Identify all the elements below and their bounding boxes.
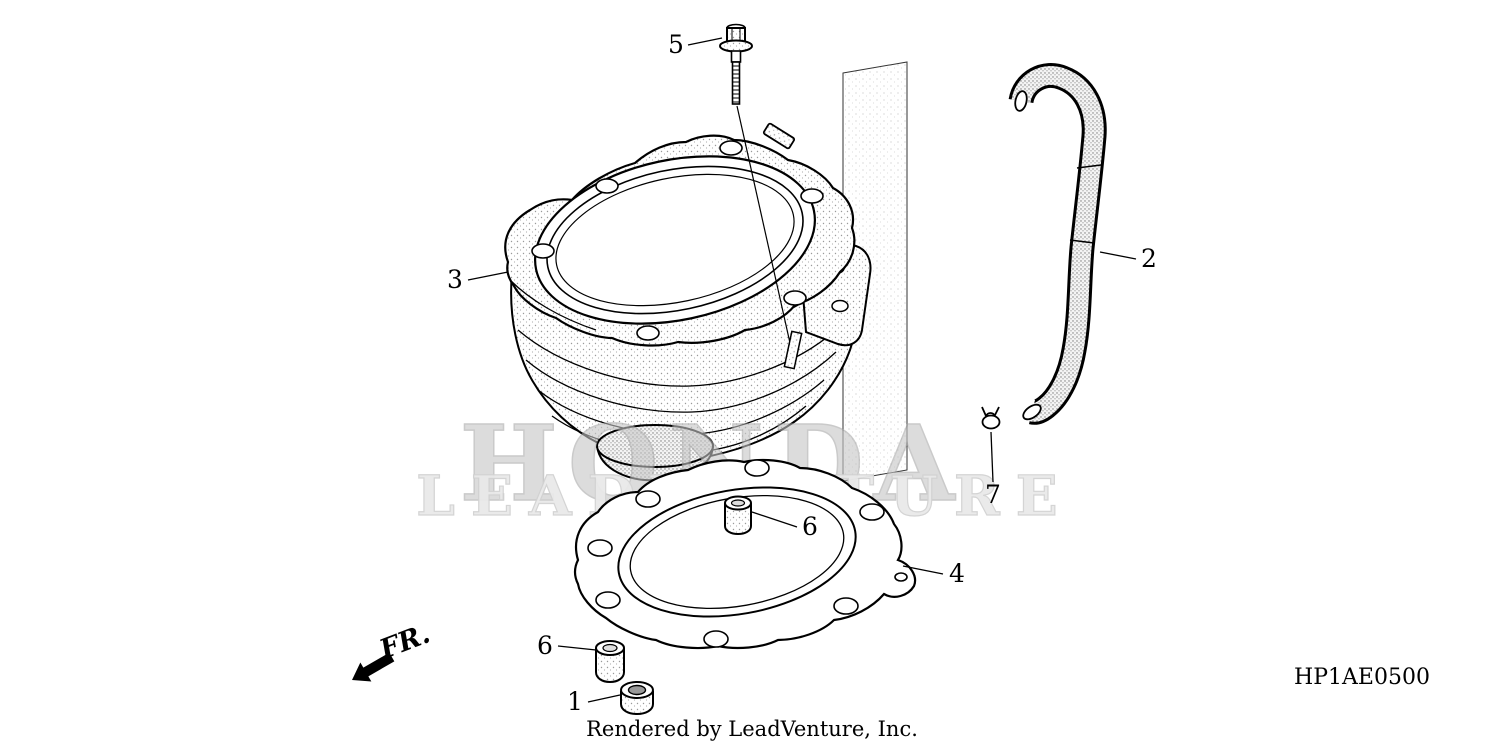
- hose-clip-part: [981, 406, 1001, 430]
- hose-part: [1008, 63, 1107, 425]
- callout-number[interactable]: 3: [447, 265, 463, 294]
- gasket-part: [573, 458, 917, 650]
- callout-number[interactable]: 6: [537, 631, 553, 660]
- callout-7: 7: [985, 431, 1001, 509]
- callouts: 5 2 3 7 6 4 6 1: [447, 30, 1157, 716]
- flange-bolt-holes: [531, 140, 824, 341]
- hose-end-opening: [1022, 403, 1042, 421]
- callout-4: 4: [902, 559, 965, 588]
- callout-number[interactable]: 6: [802, 512, 818, 541]
- hose-end-opening: [1014, 90, 1028, 112]
- callout-number[interactable]: 5: [668, 30, 684, 59]
- callout-3: 3: [447, 265, 509, 294]
- callout-1: 1: [567, 687, 621, 716]
- callout-2: 2: [1099, 244, 1157, 273]
- footer-credit: Rendered by LeadVenture, Inc.: [586, 717, 918, 741]
- bolt-passage: [736, 105, 803, 370]
- diagram-code: HP1AE0500: [1294, 665, 1430, 690]
- stud-pin: [762, 122, 796, 150]
- callout-number[interactable]: 4: [949, 559, 965, 588]
- cylinder-part: [504, 134, 872, 482]
- callout-6-lower: 6: [537, 631, 597, 660]
- callout-number[interactable]: 7: [985, 480, 1001, 509]
- fr-arrow-icon: [352, 652, 395, 682]
- ring-part: [620, 681, 654, 716]
- callout-6-upper: 6: [751, 511, 818, 541]
- dowel-pin-lower: [595, 640, 625, 684]
- callout-5: 5: [668, 30, 723, 59]
- gasket-bolt-holes: [587, 459, 908, 648]
- flange-bolt-part: [719, 23, 753, 105]
- callout-number[interactable]: 1: [567, 687, 583, 716]
- callout-number[interactable]: 2: [1141, 244, 1157, 273]
- cylinder-bore: [534, 155, 816, 325]
- dowel-pin-upper: [724, 495, 752, 536]
- gasket-bore: [617, 486, 857, 618]
